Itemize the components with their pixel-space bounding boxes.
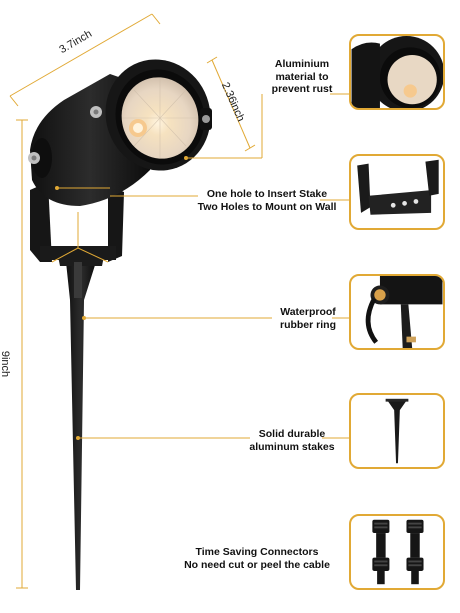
thumb-lamp-head — [349, 34, 445, 110]
thumb-connectors — [349, 514, 445, 590]
cable-connectors-icon — [372, 519, 424, 585]
ground-stake-body — [58, 256, 104, 590]
thumb-rubber-ring — [349, 274, 445, 350]
dimension-lines — [9, 13, 256, 589]
callout-waterproof-ring: Waterproof rubber ring — [279, 306, 336, 331]
callout-mounting-holes: One hole to Insert Stake Two Holes to Mo… — [197, 188, 337, 213]
callout-dots — [55, 156, 188, 440]
callout-aluminium-material: Aluminium material to prevent rust — [271, 58, 333, 95]
callout-connectors: Time Saving Connectors No need cut or pe… — [184, 546, 330, 571]
mounting-bracket-icon — [357, 159, 439, 215]
thumb-bracket — [349, 154, 445, 230]
height-dimension-label: 9inch — [0, 350, 12, 378]
thumb-stake — [349, 393, 445, 469]
callout-aluminum-stakes: Solid durable aluminum stakes — [249, 428, 335, 453]
lamp-head-closeup-icon — [351, 36, 443, 108]
lamp-head — [105, 59, 212, 171]
callout-leader-lines — [51, 93, 349, 439]
rubber-ring-closeup-icon — [365, 276, 443, 348]
ground-stake-icon — [385, 398, 409, 464]
